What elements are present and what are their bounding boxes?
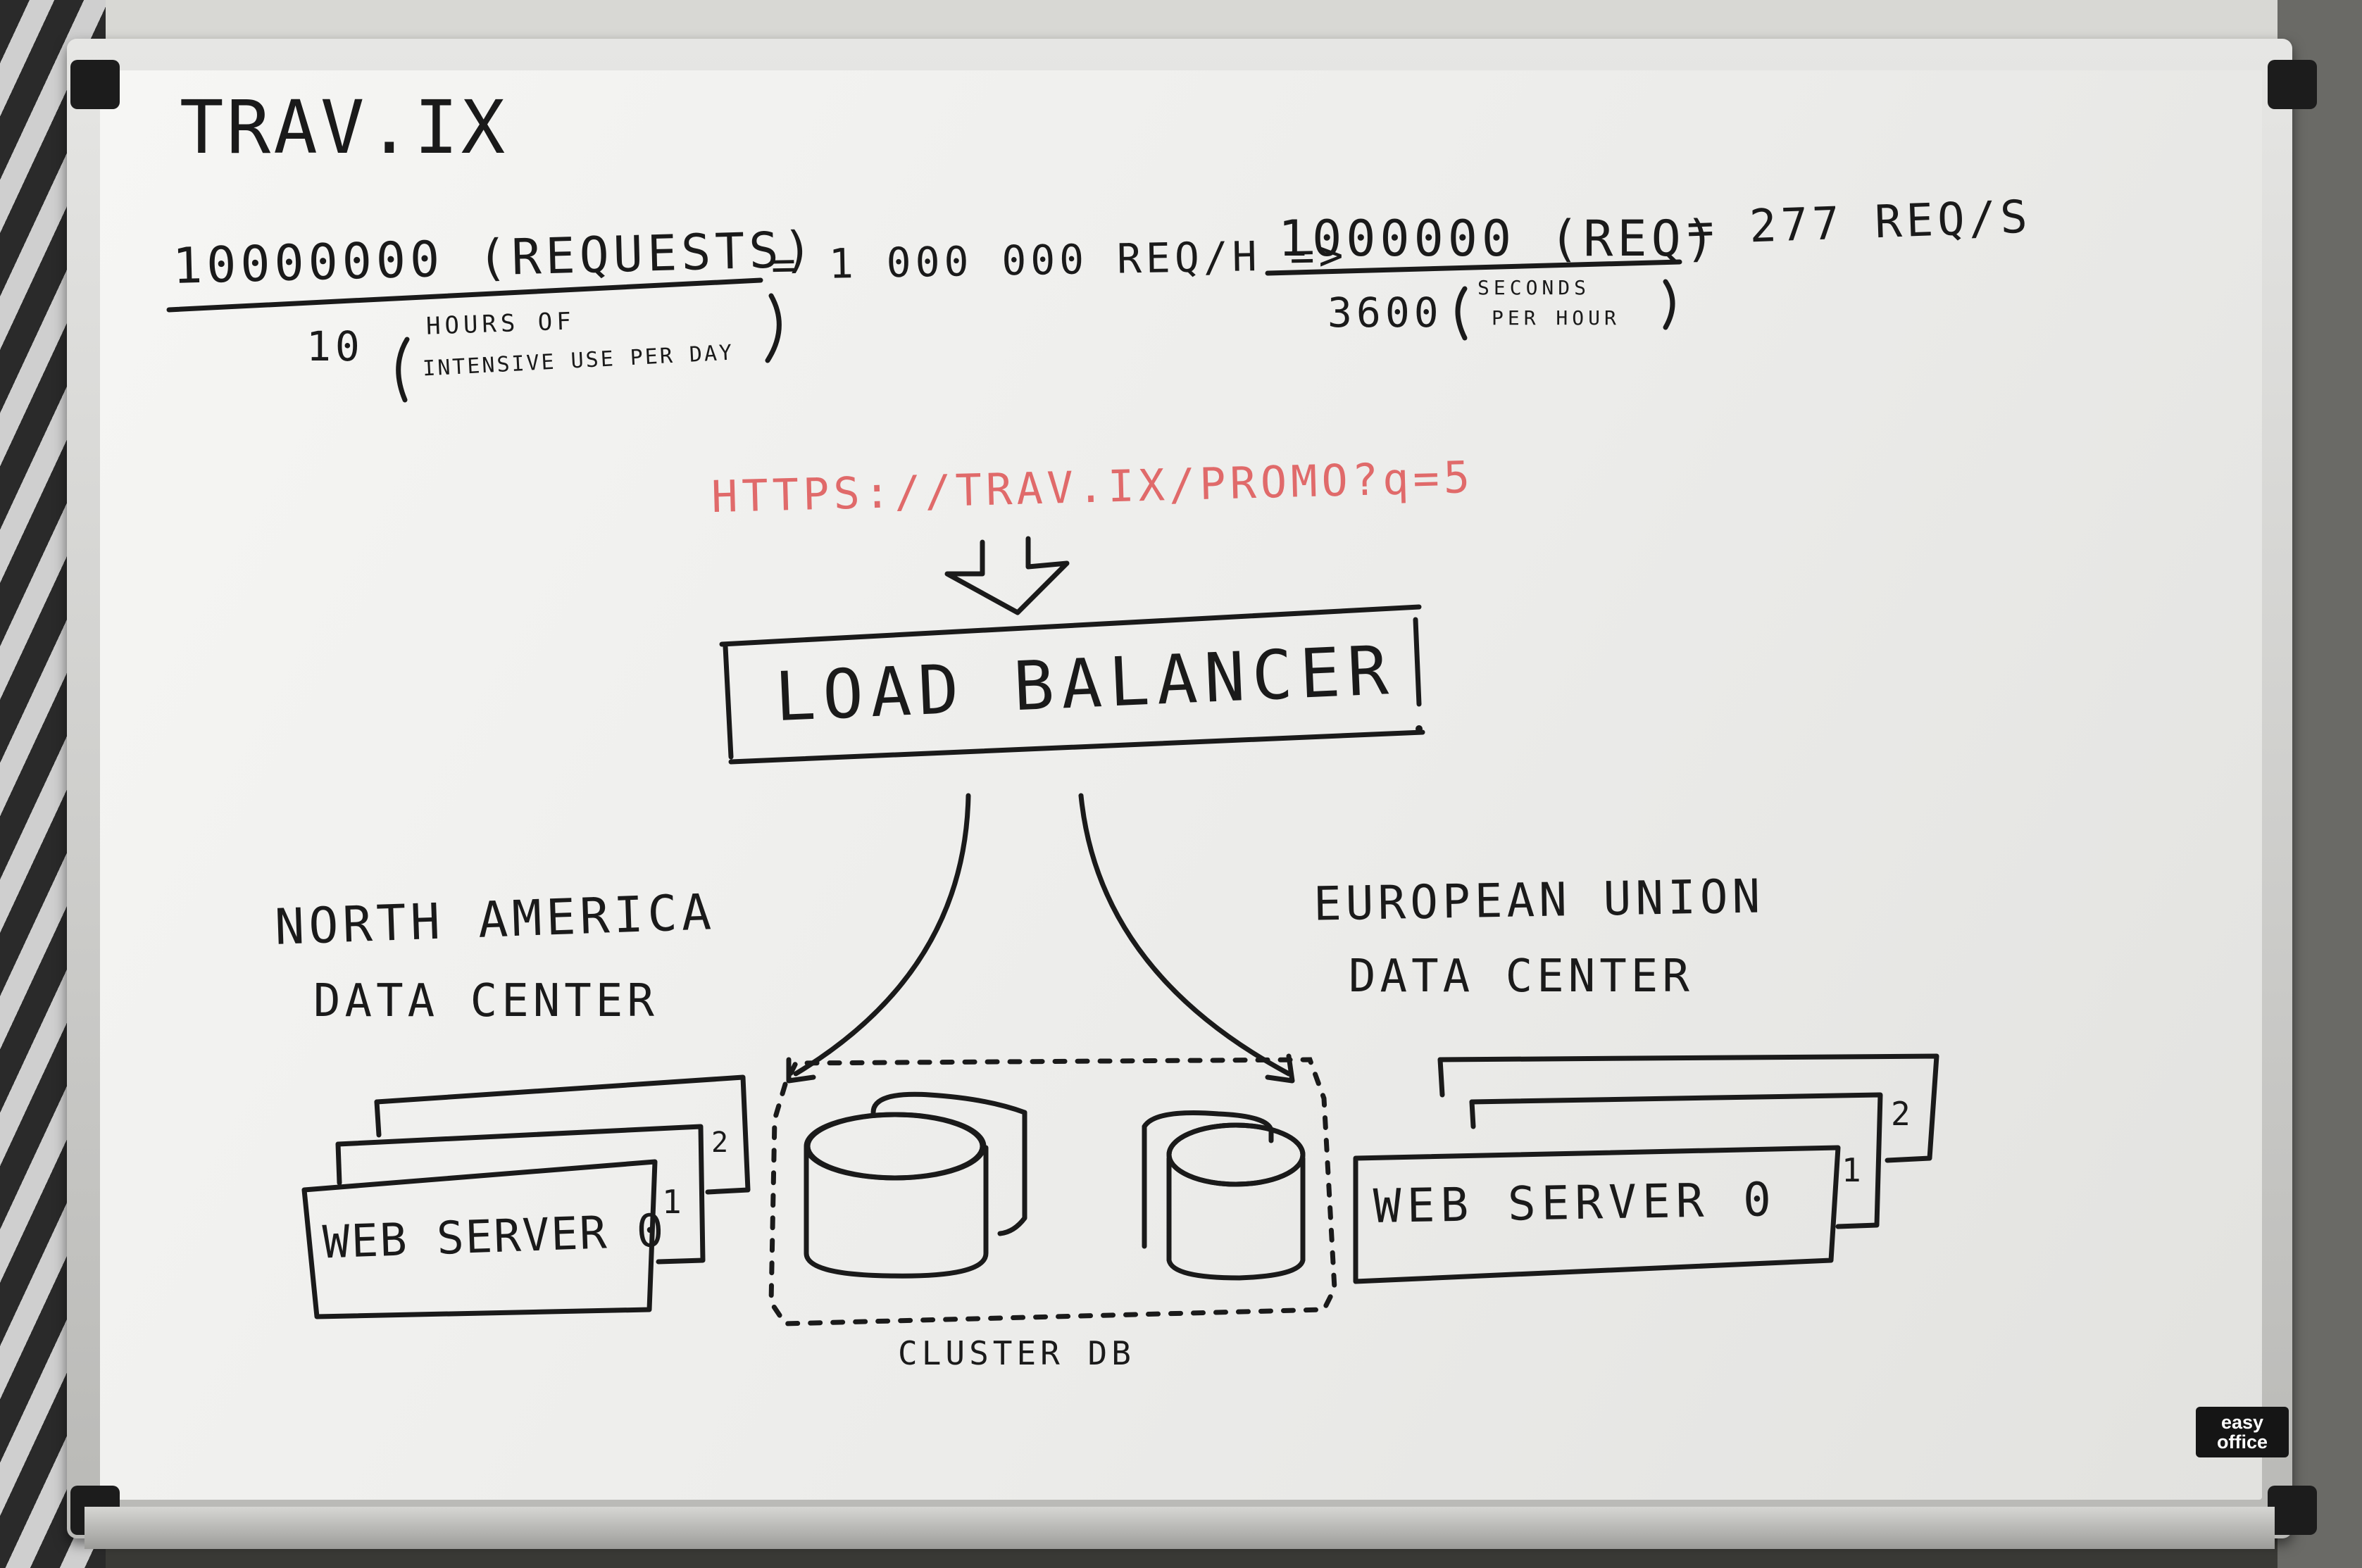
fraction-bar-1 — [166, 277, 763, 313]
calc-denominator-2: 3600 — [1327, 289, 1443, 337]
lb-box-right — [1413, 617, 1422, 707]
paren-close-1 — [765, 293, 782, 363]
arrow-left-head — [786, 1057, 816, 1084]
frame-corner-top-right — [2268, 60, 2317, 109]
easy-office-logo: easy office — [2196, 1407, 2289, 1457]
lb-box-top — [719, 604, 1422, 647]
frame-corner-bottom-right — [2268, 1486, 2317, 1535]
calc-denominator-1: 10 — [306, 322, 364, 370]
arrow-right-head — [1265, 1053, 1295, 1084]
lb-box-left — [723, 644, 734, 760]
calc-result-1: = 1 000 000 REQ/H => — [770, 230, 1348, 289]
eu-label-line2: DATA CENTER — [1349, 951, 1694, 1003]
marker-tray — [85, 1507, 2275, 1549]
frame-corner-top-left — [70, 60, 120, 109]
logo-line1: easy — [2220, 1412, 2264, 1433]
fraction-bar-2 — [1265, 259, 1682, 276]
calc-denominator-2-note-line1: SECONDS — [1477, 276, 1591, 299]
database-cylinders-right — [1142, 1110, 1306, 1281]
na-server-2: 2 — [711, 1127, 733, 1159]
lb-box-bottom — [728, 729, 1425, 765]
logo-line2: office — [2216, 1431, 2268, 1453]
na-server-1: 1 — [662, 1183, 686, 1221]
lb-box-dot — [1416, 725, 1423, 732]
url-arrow — [944, 536, 1070, 615]
database-cylinders-left — [804, 1091, 1027, 1279]
na-label-line2: DATA CENTER — [313, 975, 658, 1027]
paren-open-2 — [1455, 286, 1468, 341]
eu-server-2: 2 — [1891, 1095, 1915, 1133]
calc-denominator-1-note-line1: HOURS OF — [425, 307, 576, 341]
cluster-db-boundary — [768, 1057, 1337, 1326]
board-title: TRAV.IX — [180, 84, 508, 170]
paren-close-2 — [1663, 279, 1675, 330]
arrow-left-curve — [793, 793, 971, 1077]
na-web-server-stack — [301, 1074, 751, 1319]
cluster-db-label: CLUSTER DB — [898, 1334, 1135, 1372]
eu-label-line1: EUROPEAN UNION — [1313, 869, 1765, 932]
calc-denominator-2-note-line2: PER HOUR — [1492, 306, 1620, 330]
calc-numerator-2: 1000000 (REQ) — [1278, 210, 1719, 268]
eu-web-server-stack — [1353, 1053, 1939, 1284]
eu-web-server-label: WEB SERVER 0 — [1373, 1172, 1777, 1234]
paren-open-1 — [396, 337, 410, 403]
arrow-right-curve — [1078, 793, 1292, 1077]
eu-server-1: 1 — [1842, 1151, 1866, 1189]
whiteboard-surface — [100, 70, 2262, 1500]
